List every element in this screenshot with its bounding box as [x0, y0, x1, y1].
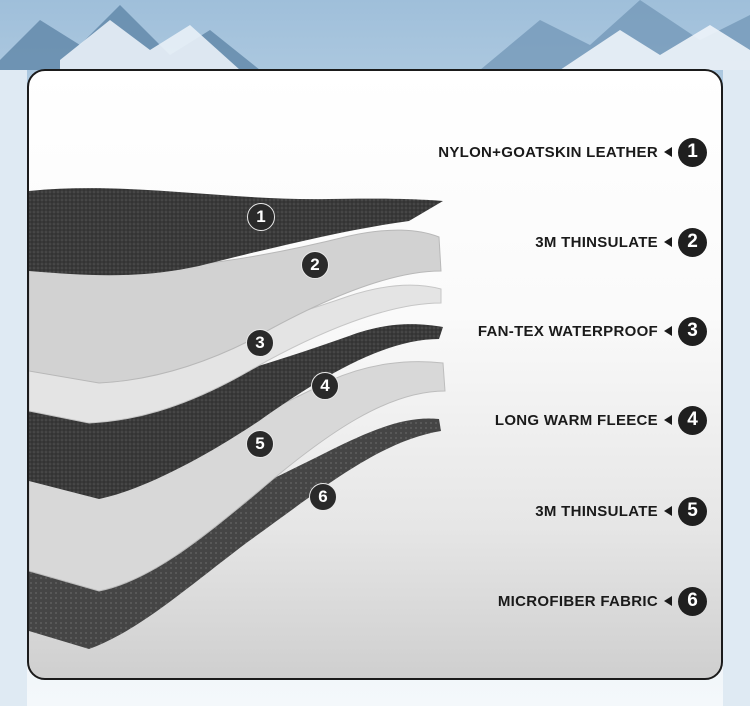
number-badge-3: 3 [678, 316, 707, 346]
layer-mark-1: 1 [247, 203, 275, 231]
arrow-left-icon [664, 415, 672, 425]
fabric-layers-illustration [29, 188, 446, 649]
layer-mark-5: 5 [246, 430, 274, 458]
layers-card: 1 2 3 4 5 6 NYLON+GOATSKIN LEATHER 1 3M … [27, 69, 723, 680]
layer-label-row-5: 3M THINSULATE 5 [535, 496, 707, 526]
number-badge-2: 2 [678, 227, 707, 257]
number-badge-5: 5 [678, 496, 707, 526]
layer-label-2: 3M THINSULATE [535, 233, 658, 251]
layer-label-5: 3M THINSULATE [535, 502, 658, 520]
number-badge-4: 4 [678, 405, 707, 435]
arrow-left-icon [664, 326, 672, 336]
layer-label-row-1: NYLON+GOATSKIN LEATHER 1 [438, 137, 707, 167]
layer-label-4: LONG WARM FLEECE [494, 411, 658, 429]
number-badge-1: 1 [678, 137, 707, 167]
layer-label-row-4: LONG WARM FLEECE 4 [495, 405, 707, 435]
arrow-left-icon [664, 237, 672, 247]
layer-label-3: FAN-TEX WATERPROOF [477, 322, 658, 340]
layer-mark-4: 4 [311, 372, 339, 400]
arrow-left-icon [664, 506, 672, 516]
layer-label-row-2: 3M THINSULATE 2 [535, 227, 707, 257]
layer-mark-6: 6 [309, 483, 337, 511]
arrow-left-icon [664, 596, 672, 606]
layer-label-row-6: MICROFIBER FABRIC 6 [498, 586, 707, 616]
layer-4-shape [29, 324, 443, 499]
layer-label-1: NYLON+GOATSKIN LEATHER [438, 143, 658, 161]
layer-mark-3: 3 [246, 329, 274, 357]
layer-1-shape [29, 188, 443, 276]
number-badge-6: 6 [678, 586, 707, 616]
layer-mark-2: 2 [301, 251, 329, 279]
layer-label-6: MICROFIBER FABRIC [497, 592, 658, 610]
arrow-left-icon [664, 147, 672, 157]
layer-6-shape [29, 418, 441, 649]
layer-label-row-3: FAN-TEX WATERPROOF 3 [478, 316, 707, 346]
